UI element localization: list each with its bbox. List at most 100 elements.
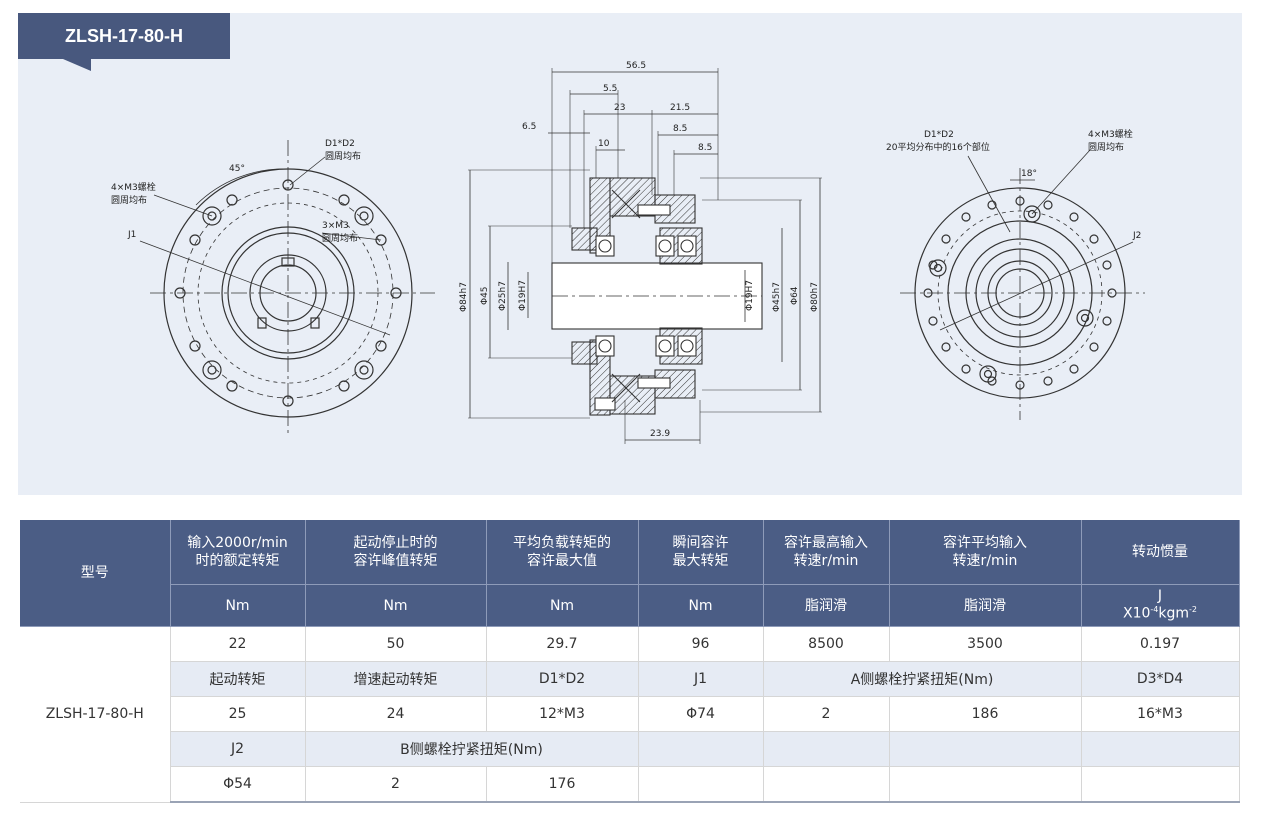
dim-21-5: 21.5 xyxy=(670,103,690,113)
technical-drawings: 45° 4×M3螺栓 圆周均布 D1*D2 圆周均布 3×M3 圆周均布 J1 xyxy=(111,61,1145,444)
left-3m3-label-1: 3×M3 xyxy=(322,221,349,231)
table-cell xyxy=(638,731,764,767)
unit-nm-3: Nm xyxy=(486,584,639,627)
drawing-panel xyxy=(18,13,1242,495)
left-bolt-label-1: 4×M3螺栓 xyxy=(111,181,156,193)
right-bolt-label-1: 4×M3螺栓 xyxy=(1088,128,1133,140)
dim-5-5: 5.5 xyxy=(603,84,617,94)
dim-23: 23 xyxy=(614,103,625,113)
header-line: 容许平均输入 xyxy=(943,535,1027,551)
unit-exp1: -4 xyxy=(1150,605,1159,615)
center-section-view xyxy=(468,68,822,444)
header-line: 容许峰值转矩 xyxy=(353,553,438,569)
unit-grease-1: 脂润滑 xyxy=(763,584,890,627)
title-tab-notch xyxy=(63,59,91,71)
model-title: ZLSH-17-80-H xyxy=(64,25,184,46)
table-cell: D1*D2 xyxy=(486,661,639,697)
table-cell xyxy=(638,766,764,803)
header-peak-torque: 起动停止时的容许峰值转矩 xyxy=(305,520,487,585)
dia-45: Φ45 xyxy=(480,286,490,305)
header-line: 输入2000r/min xyxy=(187,535,288,551)
table-cell xyxy=(1081,766,1240,803)
unit-grease-2: 脂润滑 xyxy=(889,584,1082,627)
table-cell: J1 xyxy=(638,661,764,697)
unit-inertia: J X10-4kgm-2 xyxy=(1081,584,1240,627)
dia-19h7-left: Φ19H7 xyxy=(518,280,528,311)
header-rated-torque: 输入2000r/min 时的额定转矩 xyxy=(170,520,306,585)
header-avg-load-torque: 平均负载转矩的容许最大值 xyxy=(486,520,639,585)
dia-80h7: Φ80h7 xyxy=(810,282,820,312)
unit-base: X10 xyxy=(1122,605,1151,622)
header-line: 起动停止时的 xyxy=(353,535,438,551)
header-instant-torque: 瞬间容许最大转矩 xyxy=(638,520,764,585)
table-cell: 25 xyxy=(170,696,306,732)
table-cell: B侧螺栓拧紧扭矩(Nm) xyxy=(305,731,639,767)
left-angle-label: 45° xyxy=(229,164,245,174)
dim-56-5: 56.5 xyxy=(626,61,646,71)
dia-45h7: Φ45h7 xyxy=(772,282,782,312)
table-row: 起动转矩 增速起动转矩 D1*D2 J1 A侧螺栓拧紧扭矩(Nm) D3*D4 xyxy=(20,661,1240,697)
table-cell: A侧螺栓拧紧扭矩(Nm) xyxy=(763,661,1082,697)
table-cell xyxy=(1081,731,1240,767)
right-angle-label: 18° xyxy=(1021,169,1037,179)
table-cell: Φ54 xyxy=(170,766,306,803)
unit-nm-2: Nm xyxy=(305,584,487,627)
table-cell xyxy=(889,731,1082,767)
table-cell: 3500 xyxy=(889,626,1082,662)
table-row: Φ54 2 176 xyxy=(20,766,1240,803)
header-line: 转动惯量 xyxy=(1132,544,1188,560)
spec-table: 型号 输入2000r/min 时的额定转矩 起动停止时的容许峰值转矩 平均负载转矩… xyxy=(20,520,1240,803)
table-cell: 22 xyxy=(170,626,306,662)
table-cell: 29.7 xyxy=(486,626,639,662)
table-cell: D3*D4 xyxy=(1081,661,1240,697)
left-d1d2-label-1: D1*D2 xyxy=(325,139,355,149)
header-line: 容许最大值 xyxy=(527,553,597,569)
table-cell: 96 xyxy=(638,626,764,662)
model-cell: ZLSH-17-80-H xyxy=(20,626,171,803)
dia-25h7: Φ25h7 xyxy=(498,281,508,311)
header-line: 时的额定转矩 xyxy=(195,553,280,569)
table-cell xyxy=(763,766,890,803)
left-d1d2-label-2: 圆周均布 xyxy=(325,150,361,162)
unit-nm-1: Nm xyxy=(170,584,306,627)
table-cell: 24 xyxy=(305,696,487,732)
header-line: 最大转矩 xyxy=(672,553,729,569)
table-cell: Φ74 xyxy=(638,696,764,732)
unit-nm-4: Nm xyxy=(638,584,764,627)
table-cell xyxy=(763,731,890,767)
right-view-labels: D1*D2 20平均分布中的16个部位 4×M3螺栓 圆周均布 18° J2 xyxy=(886,128,1141,241)
header-line: 容许最高输入 xyxy=(784,535,868,551)
right-d1d2-label-1: D1*D2 xyxy=(924,130,954,140)
header-line: 平均负载转矩的 xyxy=(513,535,611,551)
table-row: 25 24 12*M3 Φ74 2 186 16*M3 xyxy=(20,696,1240,732)
unit-inertia-j: J xyxy=(1157,588,1163,605)
dia-84h7: Φ84h7 xyxy=(459,282,469,312)
header-line: 转速r/min xyxy=(793,553,859,569)
table-cell: 增速起动转矩 xyxy=(305,661,487,697)
left-j1-label: J1 xyxy=(127,230,136,240)
dia-19h7-right: Φ19H7 xyxy=(745,280,755,311)
table-cell xyxy=(889,766,1082,803)
dim-6-5: 6.5 xyxy=(522,122,536,132)
right-front-view xyxy=(900,149,1145,420)
header-max-speed: 容许最高输入转速r/min xyxy=(763,520,890,585)
table-row: J2 B侧螺栓拧紧扭矩(Nm) xyxy=(20,731,1240,767)
unit-mid: kgm xyxy=(1158,605,1190,622)
right-d1d2-label-2: 20平均分布中的16个部位 xyxy=(886,141,990,153)
dim-8-5-a: 8.5 xyxy=(673,124,687,134)
table-cell: 2 xyxy=(763,696,890,732)
header-model: 型号 xyxy=(20,520,171,627)
header-avg-speed: 容许平均输入转速r/min xyxy=(889,520,1082,585)
table-cell: 起动转矩 xyxy=(170,661,306,697)
left-bolt-label-2: 圆周均布 xyxy=(111,194,147,206)
left-front-view xyxy=(139,140,435,435)
unit-exp2: -2 xyxy=(1189,605,1197,615)
unit-inertia-value: X10-4kgm-2 xyxy=(1086,603,1235,621)
table-cell: 0.197 xyxy=(1081,626,1240,662)
dim-23-9: 23.9 xyxy=(650,429,670,439)
table-row: ZLSH-17-80-H 22 50 29.7 96 8500 3500 0.1… xyxy=(20,626,1240,803)
table-cell: 16*M3 xyxy=(1081,696,1240,732)
header-line: 瞬间容许 xyxy=(672,535,729,551)
table-cell: 8500 xyxy=(763,626,890,662)
section-dimension-labels: 56.5 5.5 23 21.5 6.5 8.5 10 8.5 23.9 Φ84… xyxy=(459,61,820,439)
